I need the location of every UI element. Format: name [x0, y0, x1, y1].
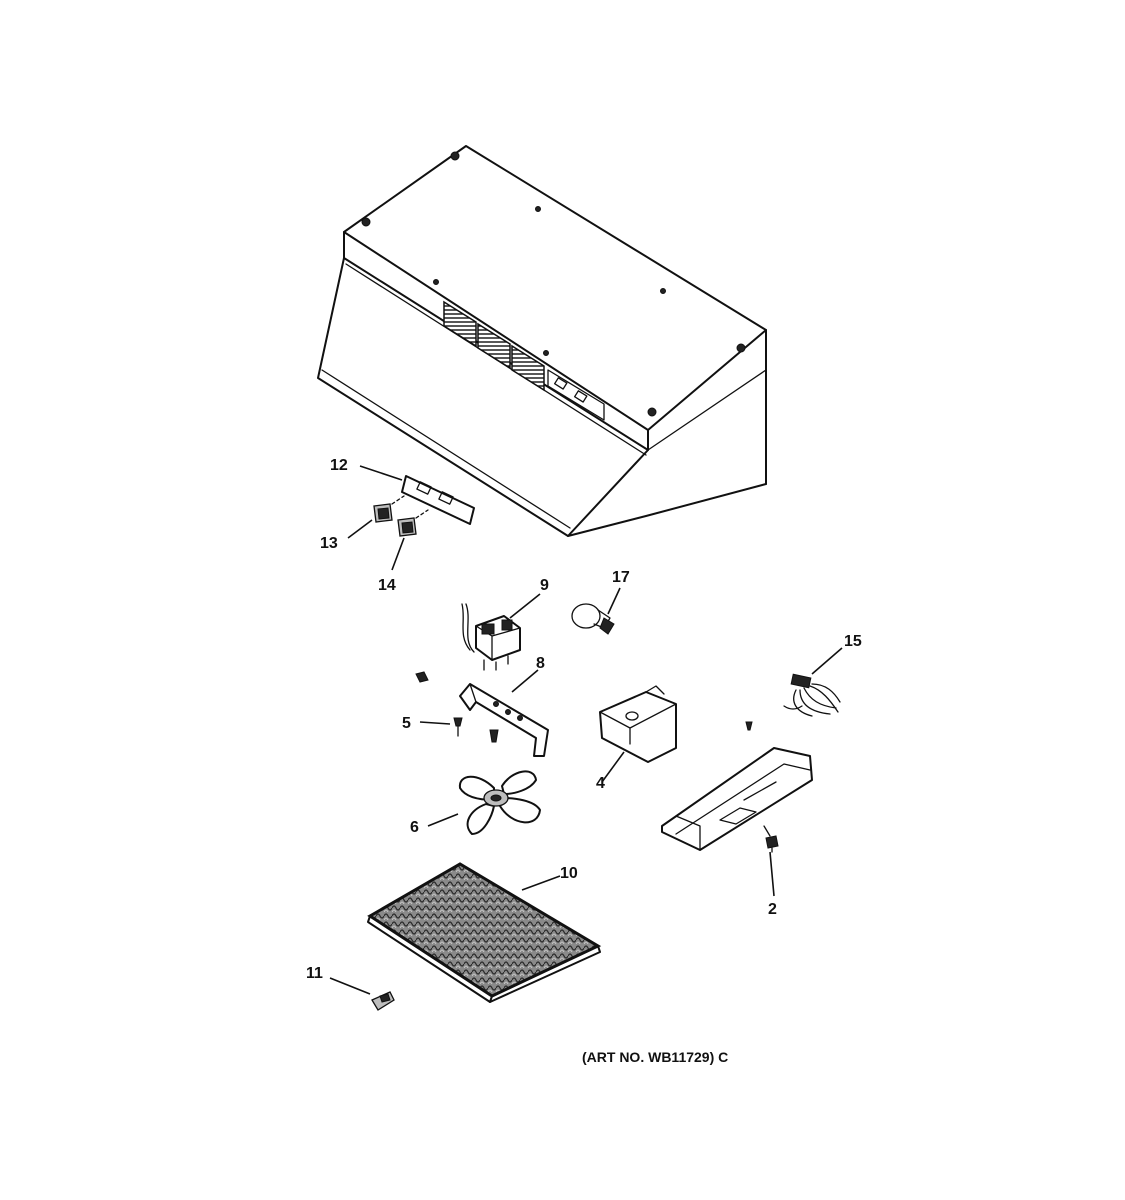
nut-icon [415, 671, 429, 683]
vent-grille [477, 322, 511, 370]
callout-4: 4 [596, 775, 605, 792]
callout-8: 8 [536, 655, 545, 672]
fan-blade-6: 6 [410, 770, 541, 836]
callout-14: 14 [378, 577, 396, 594]
filter-clip-11: 11 [306, 965, 395, 1011]
switch-plate-12: 12 [330, 457, 475, 525]
art-number: (ART NO. WB11729) C [582, 1049, 728, 1065]
motor-bracket-8: 8 [415, 655, 549, 757]
callout-17: 17 [612, 569, 630, 586]
screw-hole-icon [543, 350, 549, 356]
keyhole-slot-icon [647, 407, 657, 417]
rocker-switch-14: 14 [378, 509, 429, 594]
callout-2: 2 [768, 901, 777, 918]
keyhole-slot-icon [736, 343, 746, 353]
screw-hole-icon [535, 206, 541, 212]
screw-5: 5 [402, 715, 499, 743]
light-panel [661, 721, 813, 851]
wire-harness-15: 15 [783, 633, 862, 717]
lock-washer-icon [489, 729, 499, 743]
grease-filter-10: 10 [367, 862, 602, 1003]
rocker-switch-13: 13 [320, 495, 405, 552]
motor-housing-4: 4 [596, 685, 677, 792]
motor-9: 9 [461, 577, 549, 671]
callout-11: 11 [306, 965, 323, 982]
screw-hole-icon [660, 288, 666, 294]
callout-15: 15 [844, 633, 862, 650]
vent-grille [443, 300, 477, 348]
range-hood-body [317, 145, 767, 537]
callout-9: 9 [540, 577, 549, 594]
callout-10: 10 [560, 865, 578, 882]
hood-switch-icon [553, 377, 568, 390]
callout-5: 5 [402, 715, 411, 732]
callout-6: 6 [410, 819, 419, 836]
callout-13: 13 [320, 535, 338, 552]
keyhole-slot-icon [450, 151, 460, 161]
hood-switch-icon [573, 390, 588, 403]
screw-icon [745, 721, 753, 731]
light-bulb-17: 17 [571, 569, 630, 635]
screw-hole-icon [433, 279, 439, 285]
screw-2: 2 [763, 825, 779, 918]
vent-grille [511, 344, 545, 392]
keyhole-slot-icon [361, 217, 371, 227]
callout-12: 12 [330, 457, 348, 474]
